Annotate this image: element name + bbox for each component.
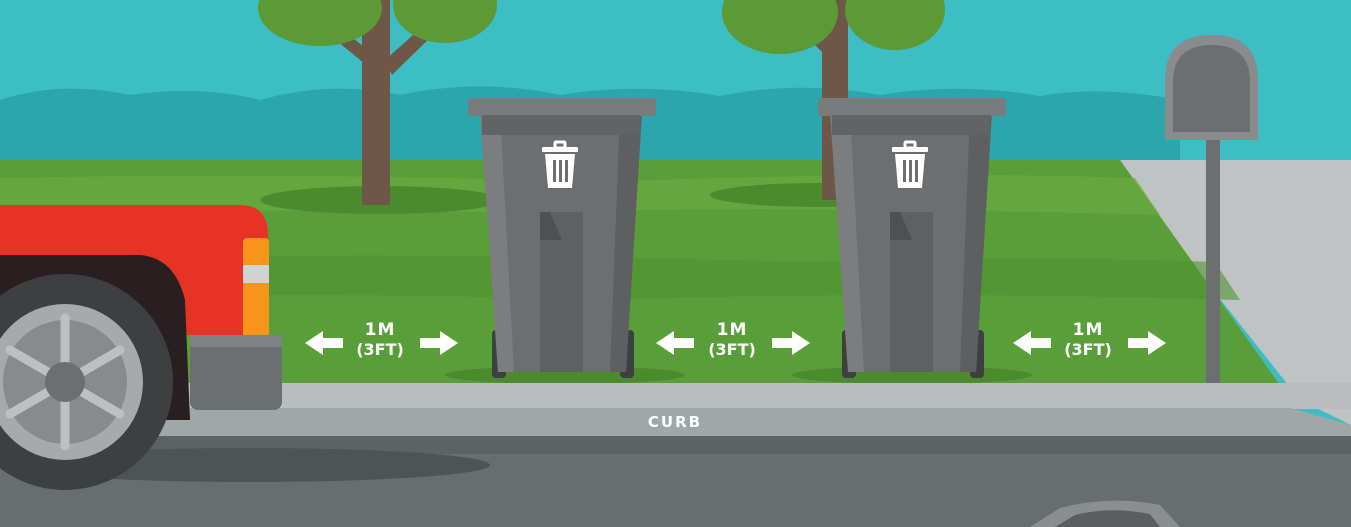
spacing-label-1: 1M (3FT) bbox=[305, 320, 455, 360]
spacing-distance: 1M bbox=[657, 320, 807, 340]
spacing-label-2: 1M (3FT) bbox=[657, 320, 807, 360]
spacing-label-3: 1M (3FT) bbox=[1013, 320, 1163, 360]
spacing-imperial: (3FT) bbox=[657, 340, 807, 360]
spacing-distance: 1M bbox=[305, 320, 455, 340]
trash-bin-1 bbox=[468, 98, 656, 378]
trash-can-icon bbox=[542, 142, 578, 188]
trash-bin-2 bbox=[818, 98, 1006, 378]
trash-can-icon bbox=[892, 142, 928, 188]
mailbox-post bbox=[1206, 138, 1220, 383]
spacing-imperial: (3FT) bbox=[1013, 340, 1163, 360]
spacing-imperial: (3FT) bbox=[305, 340, 455, 360]
curb-label: CURB bbox=[600, 413, 750, 431]
mailbox-door bbox=[1173, 45, 1250, 132]
spacing-distance: 1M bbox=[1013, 320, 1163, 340]
